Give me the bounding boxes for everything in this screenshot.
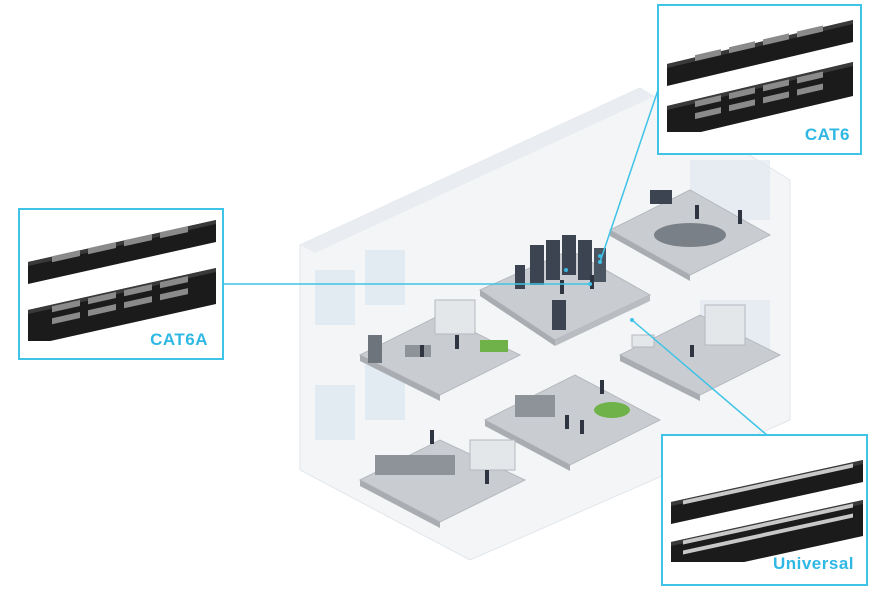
connector-line-cat6 [599,89,659,263]
reception-floor [483,374,662,466]
patch-panel-icon [667,20,853,132]
connector-line-universal [631,319,769,437]
people-figures [420,205,742,484]
connector-lines [224,89,769,437]
connector-endpoints [588,260,634,322]
server-racks [515,235,606,330]
universal-callout: Universal [661,434,868,586]
cat6a-callout: CAT6A [18,208,224,360]
cat6-label: CAT6 [804,125,850,144]
cat6-callout: CAT6 [657,4,862,155]
office-furniture [368,190,746,475]
patch-panel-icon [28,220,216,341]
cat6a-label: CAT6A [150,330,208,349]
patch-panel-icon [671,460,863,562]
universal-label: Universal [772,554,854,573]
